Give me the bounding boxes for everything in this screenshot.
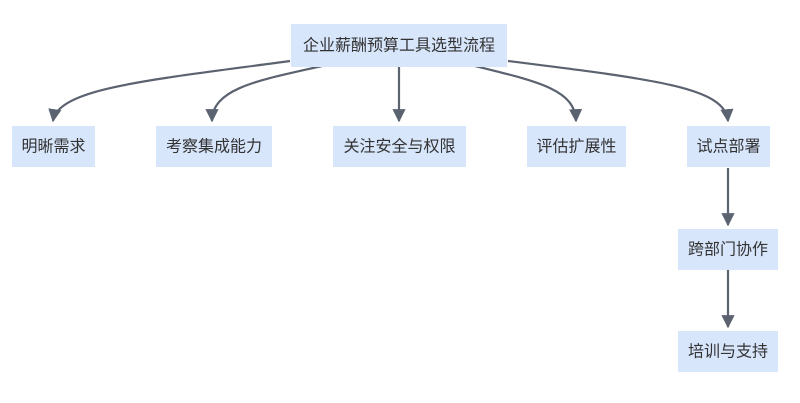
node-scalability-box [527, 126, 626, 167]
node-security-box [333, 126, 466, 167]
node-pilot-label: 试点部署 [696, 137, 760, 156]
node-integration-box [156, 126, 272, 167]
node-training: 培训与支持 [678, 331, 778, 372]
edges [48, 59, 735, 329]
node-root-box [291, 24, 507, 67]
node-clarify-needs-box [12, 126, 95, 167]
node-clarify-needs: 明晰需求 [12, 126, 95, 167]
node-training-box [678, 331, 778, 372]
edge-root-to-scalability [474, 64, 583, 123]
node-collaboration-box [678, 229, 778, 270]
edge-root-to-integration [205, 64, 323, 123]
node-security-label: 关注安全与权限 [343, 137, 455, 156]
node-collaboration: 跨部门协作 [678, 229, 778, 270]
node-scalability-label: 评估扩展性 [536, 137, 616, 156]
node-root-label: 企业薪酬预算工具选型流程 [303, 36, 495, 55]
node-security: 关注安全与权限 [333, 126, 466, 167]
node-pilot-box [687, 126, 770, 167]
node-root: 企业薪酬预算工具选型流程 [291, 24, 507, 67]
node-integration: 考察集成能力 [156, 126, 272, 167]
node-training-label: 培训与支持 [688, 342, 768, 361]
node-clarify-needs-label: 明晰需求 [21, 137, 85, 156]
node-pilot: 试点部署 [687, 126, 770, 167]
node-scalability: 评估扩展性 [527, 126, 626, 167]
node-collaboration-label: 跨部门协作 [688, 240, 768, 259]
node-integration-label: 考察集成能力 [166, 137, 262, 156]
edge-root-to-clarify-needs [48, 59, 291, 123]
edge-root-to-pilot [507, 59, 734, 123]
